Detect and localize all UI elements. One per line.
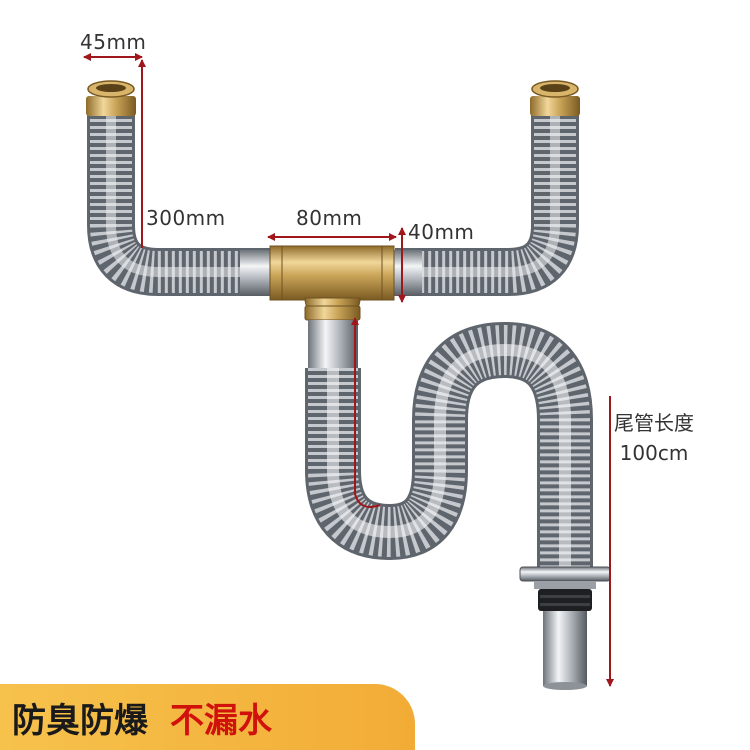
- banner-odor-proof-text: 防臭防爆: [12, 700, 148, 741]
- right-inlet-hose: [395, 112, 579, 296]
- tail-length-caption: 尾管长度 100cm: [614, 408, 694, 468]
- s-trap-hose: [305, 321, 593, 575]
- left-inlet-hose: [87, 112, 272, 296]
- right-brass-inlet-cap: [530, 80, 580, 116]
- brass-tee-connector: [269, 245, 395, 321]
- riser-height-label: 300mm: [146, 206, 226, 230]
- floor-flange: [519, 566, 611, 611]
- left-brass-inlet-cap: [86, 80, 136, 116]
- banner-no-leak-text: 不漏水: [170, 700, 272, 741]
- feature-banner: 防臭防爆 不漏水: [0, 684, 415, 750]
- tail-curve-link: [354, 493, 381, 508]
- tee-outlet-chrome-tube: [308, 320, 358, 370]
- tee-height-label: 40mm: [408, 220, 475, 244]
- tail-pipe-end: [543, 682, 587, 690]
- tail-length-title: 尾管长度: [614, 411, 694, 435]
- inlet-diameter-label: 45mm: [80, 30, 147, 54]
- tee-width-label: 80mm: [296, 206, 363, 230]
- dimension-lines: [83, 53, 614, 687]
- tail-pipe: [543, 611, 587, 686]
- tail-length-value: 100cm: [619, 441, 689, 465]
